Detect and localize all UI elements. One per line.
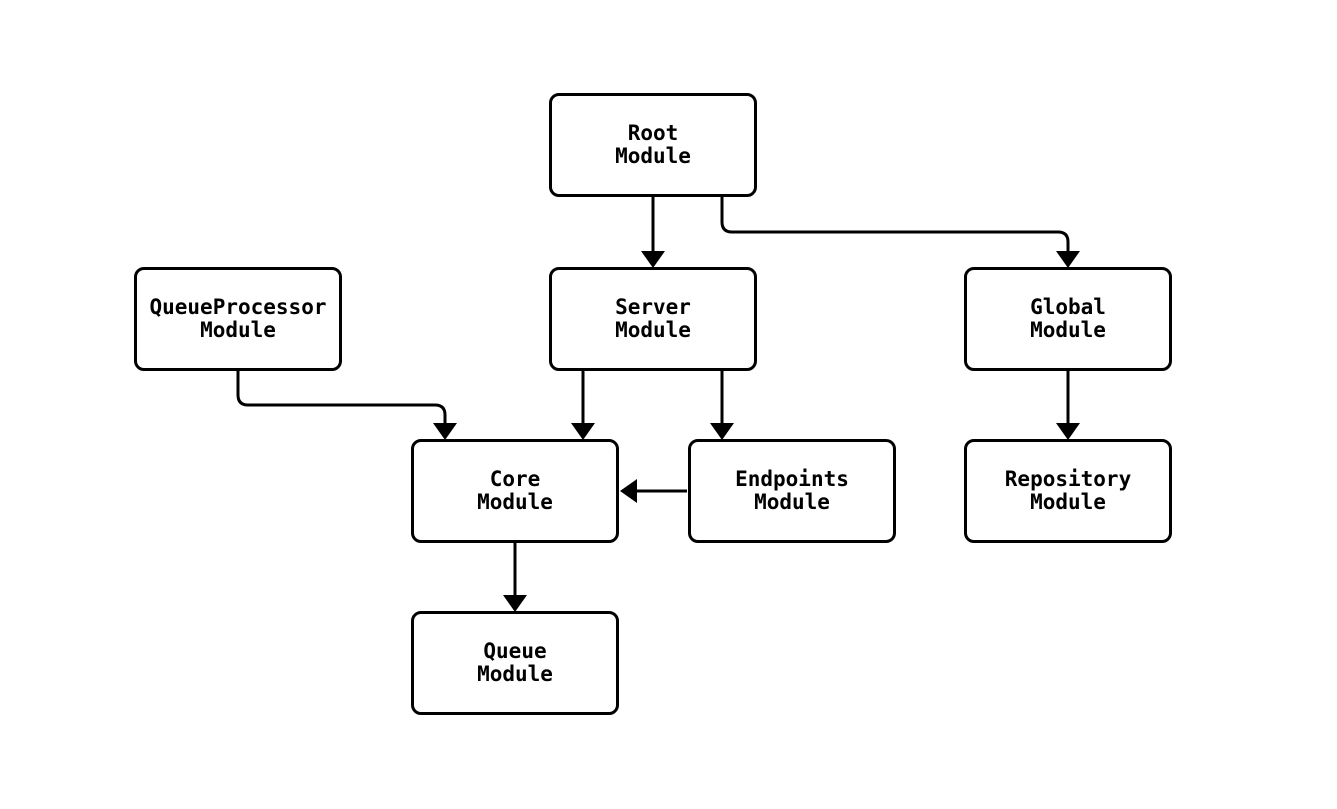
edge-server-to-core: [571, 371, 595, 440]
node-label-line: Module: [615, 318, 691, 342]
node-server-module: Server Module: [549, 267, 757, 371]
edge-root-to-global: [720, 197, 1080, 268]
node-label-line: Module: [754, 490, 830, 514]
node-label-line: Root: [627, 121, 679, 145]
node-label-line: Global: [1030, 295, 1106, 319]
edge-endpoints-to-core: [620, 479, 687, 503]
node-label-line: Module: [200, 318, 276, 342]
node-label-line: Core: [489, 467, 541, 491]
node-label-line: Endpoints: [735, 467, 849, 491]
node-label-line: Module: [1030, 318, 1106, 342]
node-queueprocessor-module: QueueProcessor Module: [134, 267, 342, 371]
node-label-line: Server: [615, 295, 691, 319]
node-label-line: Repository: [1004, 467, 1132, 491]
node-label-line: Module: [615, 144, 691, 168]
node-core-module: Core Module: [411, 439, 619, 543]
node-global-module: Global Module: [964, 267, 1172, 371]
node-queue-module: Queue Module: [411, 611, 619, 715]
node-label-line: Module: [477, 490, 553, 514]
node-label-line: QueueProcessor: [149, 295, 327, 319]
node-label-line: Module: [477, 662, 553, 686]
edge-queueprocessor-to-core: [236, 371, 457, 440]
node-repository-module: Repository Module: [964, 439, 1172, 543]
node-label-line: Module: [1030, 490, 1106, 514]
edge-root-to-server: [641, 197, 665, 268]
edge-global-to-repository: [1056, 371, 1080, 440]
edge-core-to-queue: [503, 543, 527, 612]
edge-server-to-endpoints: [710, 371, 734, 440]
node-root-module: Root Module: [549, 93, 757, 197]
node-endpoints-module: Endpoints Module: [688, 439, 896, 543]
node-label-line: Queue: [483, 639, 547, 663]
